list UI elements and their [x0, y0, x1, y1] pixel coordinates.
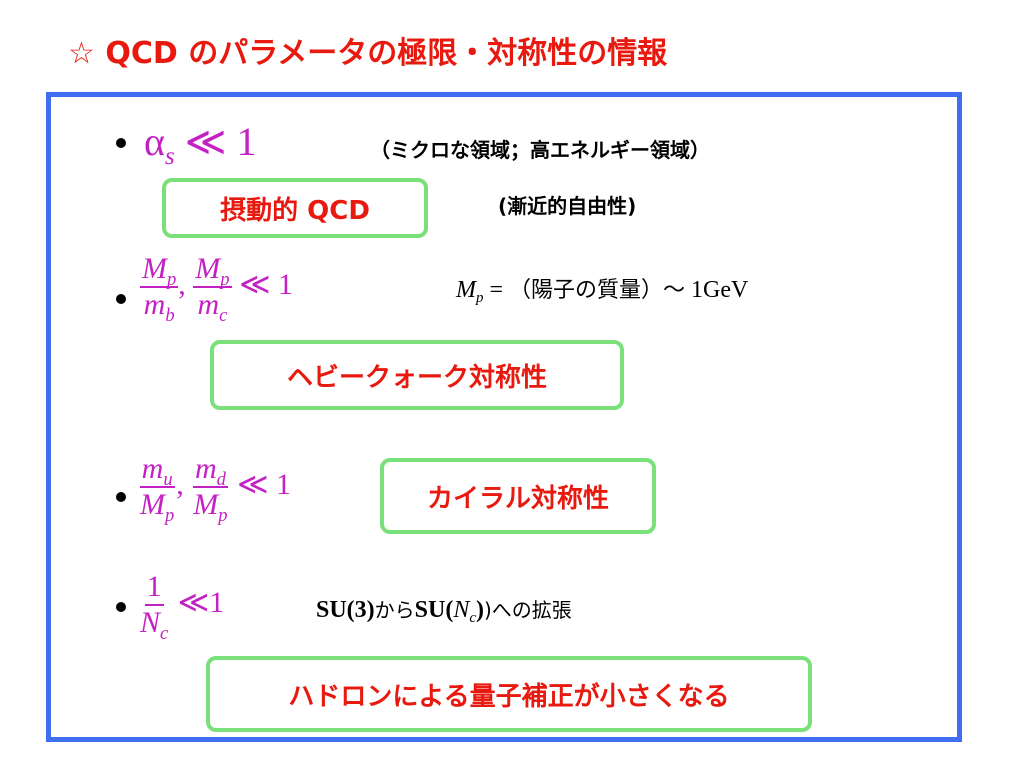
alpha-s-condition: αs ≪ 1: [144, 119, 257, 170]
sun-label: SU(: [414, 597, 454, 623]
box-chiral-symmetry: カイラル対称性: [380, 458, 656, 534]
proton-mass-label: （陽子の質量）～: [508, 278, 685, 303]
box-hadron-quantum-correction: ハドロンによる量子補正が小さくなる: [206, 656, 812, 732]
slide-title: ☆ QCD のパラメータの極限・対称性の情報: [68, 36, 668, 71]
bullet-4: [116, 602, 126, 612]
extension-label: )への拡張: [483, 598, 572, 622]
item1-note2: (漸近的自由性): [498, 194, 637, 218]
proton-mass-value: 1GeV: [691, 277, 749, 303]
content-frame: [46, 92, 962, 742]
bullet-1: [116, 138, 126, 148]
box-heavy-quark-symmetry: ヘビークォーク対称性: [210, 340, 624, 410]
su-extension-note: SU(3)からSU(Nc))への拡張: [316, 597, 572, 627]
bullet-2: [116, 294, 126, 304]
item1-note: （ミクロな領域；高エネルギー領域）: [370, 138, 710, 162]
kara-label: から: [374, 598, 415, 622]
su3-label: SU(3): [316, 597, 375, 623]
proton-mass-note: Mp = （陽子の質量）～ 1GeV: [456, 277, 749, 307]
box-perturbative-qcd: 摂動的 QCD: [162, 178, 428, 238]
bullet-3: [116, 492, 126, 502]
